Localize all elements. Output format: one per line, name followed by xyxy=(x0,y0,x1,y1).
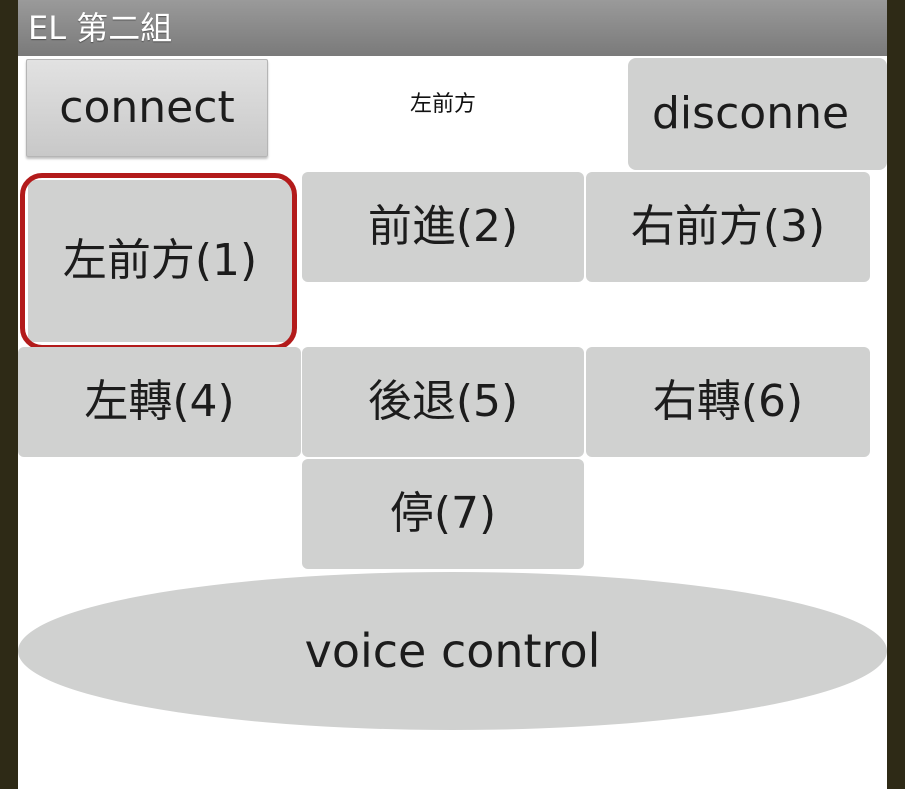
connect-button[interactable]: connect xyxy=(26,59,268,157)
title-bar: EL 第二組 xyxy=(18,0,887,56)
backward-button[interactable]: 後退(5) xyxy=(302,347,584,457)
disconnect-button[interactable]: disconne xyxy=(628,58,887,170)
turn-left-button[interactable]: 左轉(4) xyxy=(18,347,301,457)
forward-button[interactable]: 前進(2) xyxy=(302,172,584,282)
forward-left-button[interactable]: 左前方(1) xyxy=(28,180,292,342)
status-text: 左前方 xyxy=(409,92,476,117)
forward-right-button[interactable]: 右前方(3) xyxy=(586,172,870,282)
app-screen: EL 第二組 connect 左前方 disconne 左前方(1) 前進(2)… xyxy=(18,0,887,789)
stop-button[interactable]: 停(7) xyxy=(302,459,584,569)
turn-right-button[interactable]: 右轉(6) xyxy=(586,347,870,457)
voice-control-button[interactable]: voice control xyxy=(18,572,887,730)
